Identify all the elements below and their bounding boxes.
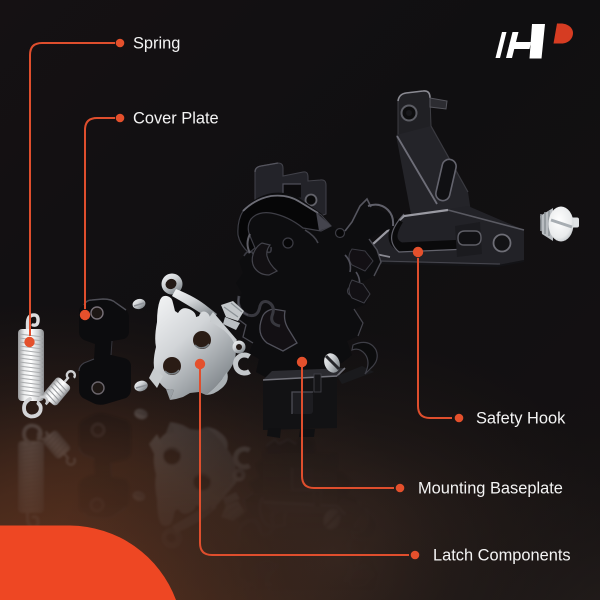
svg-text:Cover Plate: Cover Plate: [133, 110, 219, 128]
svg-text:Safety Hook: Safety Hook: [476, 410, 566, 428]
svg-text:Spring: Spring: [133, 35, 180, 53]
svg-text:Latch Components: Latch Components: [433, 547, 571, 565]
svg-text:Mounting Baseplate: Mounting Baseplate: [418, 480, 563, 498]
